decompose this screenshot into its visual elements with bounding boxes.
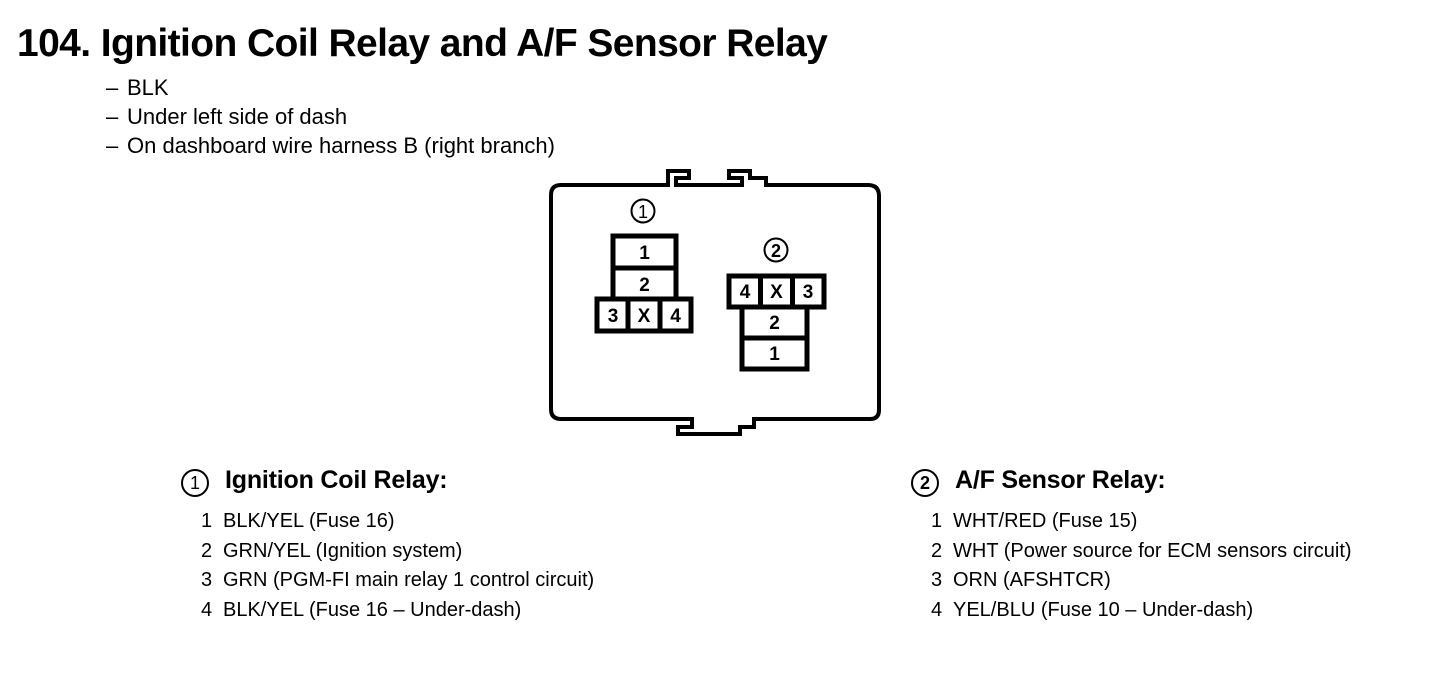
- legend-title: A/F Sensor Relay:: [955, 466, 1166, 494]
- pin-description: YEL/BLU (Fuse 10 – Under-dash): [953, 598, 1254, 621]
- detail-text: On dashboard wire harness B (right branc…: [127, 133, 555, 158]
- connector-2-marker: 2: [763, 237, 789, 263]
- detail-text: Under left side of dash: [127, 104, 348, 129]
- connector-marker-2: 2: [911, 469, 939, 497]
- pin-number: 1: [931, 510, 943, 532]
- pin-row: 4 YEL/BLU (Fuse 10 – Under-dash): [931, 598, 1352, 628]
- legend-title: Ignition Coil Relay:: [225, 466, 448, 494]
- detail-harness: –On dashboard wire harness B (right bran…: [106, 132, 555, 160]
- bullet-dash: –: [106, 75, 119, 100]
- detail-text: BLK: [127, 75, 169, 100]
- pin-description: ORN (AFSHTCR): [953, 569, 1111, 591]
- pin-description: GRN (PGM-FI main relay 1 control circuit…: [223, 569, 595, 591]
- pin-4: 4: [670, 306, 681, 327]
- pin-1: 1: [639, 243, 650, 264]
- pin-x: X: [638, 306, 651, 327]
- pin-row: 2 GRN/YEL (Ignition system): [201, 539, 594, 569]
- pin-1: 1: [769, 344, 780, 365]
- pin-x: X: [770, 282, 783, 303]
- pin-description: BLK/YEL (Fuse 16 – Under-dash): [223, 598, 522, 621]
- pin-number: 3: [201, 569, 213, 591]
- pin-description: GRN/YEL (Ignition system): [223, 539, 463, 562]
- pin-list: 1 WHT/RED (Fuse 15) 2 WHT (Power source fo…: [931, 509, 1352, 627]
- pin-3: 3: [608, 306, 619, 327]
- pin-description: BLK/YEL (Fuse 16): [223, 510, 395, 532]
- pin-description: WHT/RED (Fuse 15): [953, 510, 1138, 532]
- pin-number: 4: [931, 598, 943, 621]
- pin-description: WHT (Power source for ECM sensors circui…: [953, 539, 1352, 562]
- bullet-dash: –: [106, 133, 119, 158]
- connector-1: 1 2 3 X 4: [594, 233, 694, 334]
- pin-number: 2: [931, 539, 943, 562]
- relay-housing-outline: [549, 169, 881, 436]
- detail-color: –BLK: [106, 74, 169, 102]
- pin-row: 3 GRN (PGM-FI main relay 1 control circui…: [201, 568, 594, 598]
- detail-location: –Under left side of dash: [106, 103, 347, 131]
- bullet-dash: –: [106, 104, 119, 129]
- connector-marker-1: 1: [181, 469, 209, 497]
- page-title: 104. Ignition Coil Relay and A/F Sensor …: [17, 22, 828, 65]
- pin-row: 3 ORN (AFSHTCR): [931, 568, 1352, 598]
- pin-number: 2: [201, 539, 213, 562]
- connector-2: 4 X 3 2 1: [726, 273, 827, 372]
- pin-4: 4: [740, 282, 751, 303]
- pin-2: 2: [769, 313, 780, 334]
- pin-row: 2 WHT (Power source for ECM sensors circu…: [931, 539, 1352, 569]
- connector-1-marker: 1: [630, 198, 656, 224]
- pin-3: 3: [803, 282, 814, 303]
- pin-number: 1: [201, 510, 213, 532]
- pin-number: 4: [201, 598, 213, 621]
- pin-row: 4 BLK/YEL (Fuse 16 – Under-dash): [201, 598, 594, 628]
- pin-list: 1 BLK/YEL (Fuse 16) 2 GRN/YEL (Ignition sy…: [201, 509, 594, 627]
- svg-text:1: 1: [638, 202, 648, 222]
- pin-row: 1 WHT/RED (Fuse 15): [931, 509, 1352, 539]
- pin-number: 3: [931, 569, 943, 591]
- pin-2: 2: [639, 275, 650, 296]
- pin-row: 1 BLK/YEL (Fuse 16): [201, 509, 594, 539]
- svg-text:2: 2: [771, 241, 781, 261]
